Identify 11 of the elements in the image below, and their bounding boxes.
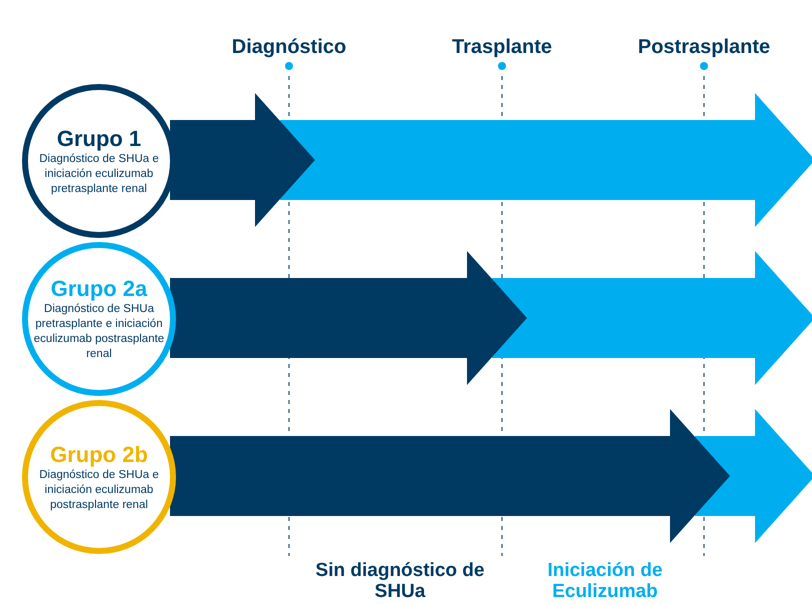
- group-title: Grupo 2a: [50, 276, 148, 302]
- phase-label: Postrasplante: [638, 35, 770, 60]
- group-description: Diagnóstico de SHUa e iniciación eculizumab postrasplante renal: [38, 468, 160, 512]
- group-description: Diagnóstico de SHUa pretrasplante e iniciación eculizumab postrasplante renal: [32, 302, 166, 362]
- group-title: Grupo 2b: [50, 442, 148, 468]
- legend-text: Sin diagnóstico de SHUa: [314, 560, 486, 602]
- phase-label: Diagnóstico: [232, 35, 346, 60]
- group-description: Diagnóstico de SHUa e iniciación eculizumab pretrasplante renal: [38, 152, 160, 196]
- phase-label: Trasplante: [452, 35, 552, 60]
- group-title: Grupo 1: [56, 126, 142, 152]
- legend-text: Iniciación de Eculizumab: [546, 560, 664, 602]
